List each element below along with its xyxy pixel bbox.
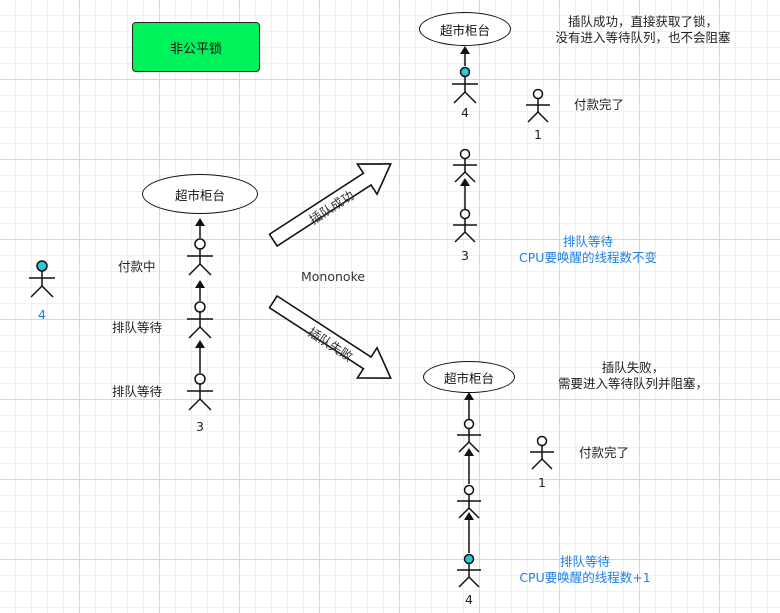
left-person-waiting-2 <box>187 373 213 411</box>
fail-arrow <box>268 294 392 379</box>
fail-paid-label: 付款完了 <box>579 445 630 460</box>
fail-note-line-2: 需要进入等待队列并阻塞， <box>557 376 708 391</box>
fail-paid-number: 1 <box>538 475 546 490</box>
success-note: 插队成功，直接获取了锁， 没有进入等待队列，也不会阻塞 <box>548 14 738 46</box>
fail-person-paid <box>530 435 554 470</box>
success-blue-line-2: CPU要唤醒的线程数不变 <box>519 250 657 265</box>
newcomer-number: 4 <box>38 307 46 322</box>
success-person-cutin <box>452 66 478 104</box>
counter-success: 超市柜台 <box>419 12 511 46</box>
success-blue-line-1: 排队等待 <box>562 234 613 249</box>
success-person-waiting-1 <box>453 148 477 183</box>
success-paid-number: 1 <box>534 127 542 142</box>
title-tag: 非公平锁 <box>132 22 260 72</box>
left-number: 3 <box>196 419 204 434</box>
success-arrow <box>268 163 392 248</box>
success-note-line-1: 插队成功，直接获取了锁， <box>567 14 718 29</box>
fail-note: 插队失败， 需要进入等待队列并阻塞， <box>548 360 718 392</box>
success-queue-number: 3 <box>461 248 469 263</box>
counter-fail: 超市柜台 <box>423 361 515 393</box>
success-paid-label: 付款完了 <box>574 97 625 112</box>
fail-person-waiting <box>457 484 481 519</box>
success-person-waiting-2 <box>453 208 477 243</box>
success-blue-note: 排队等待 CPU要唤醒的线程数不变 <box>500 234 676 266</box>
success-note-line-2: 没有进入等待队列，也不会阻塞 <box>555 30 731 45</box>
left-person-waiting-1 <box>187 301 213 339</box>
fail-blue-line-1: 排队等待 <box>559 554 610 569</box>
fail-blue-line-2: CPU要唤醒的线程数+1 <box>519 570 651 585</box>
newcomer-person <box>29 260 55 298</box>
fail-person-paying <box>457 418 481 453</box>
success-person-paid <box>526 88 550 123</box>
success-top-number: 4 <box>461 105 469 120</box>
left-label-waiting-1: 排队等待 <box>112 320 163 335</box>
counter-left: 超市柜台 <box>142 174 258 214</box>
fail-person-cutin <box>457 553 481 588</box>
left-label-paying: 付款中 <box>118 259 156 274</box>
fail-note-line-1: 插队失败， <box>601 360 665 375</box>
left-label-waiting-2: 排队等待 <box>112 384 163 399</box>
fail-blue-note: 排队等待 CPU要唤醒的线程数+1 <box>505 554 665 586</box>
left-person-paying <box>187 238 213 276</box>
watermark: Mononoke <box>301 269 366 284</box>
fail-queue-number: 4 <box>465 592 473 607</box>
